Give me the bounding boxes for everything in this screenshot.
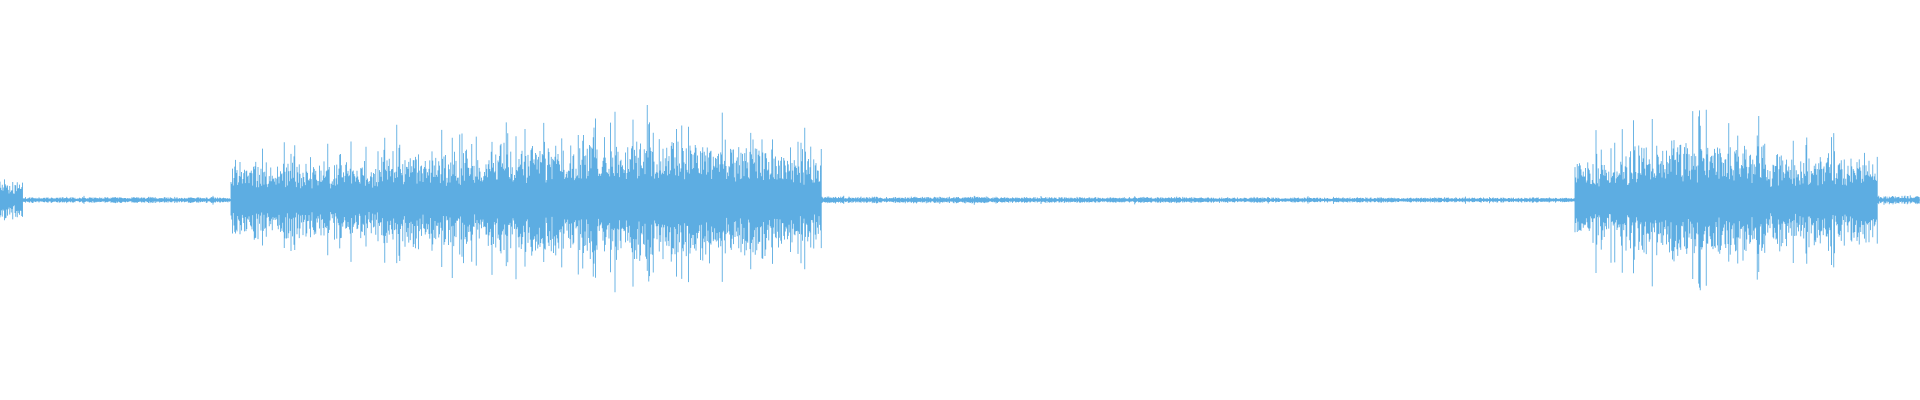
waveform-samples	[0, 105, 1920, 293]
waveform-path	[0, 105, 1920, 293]
